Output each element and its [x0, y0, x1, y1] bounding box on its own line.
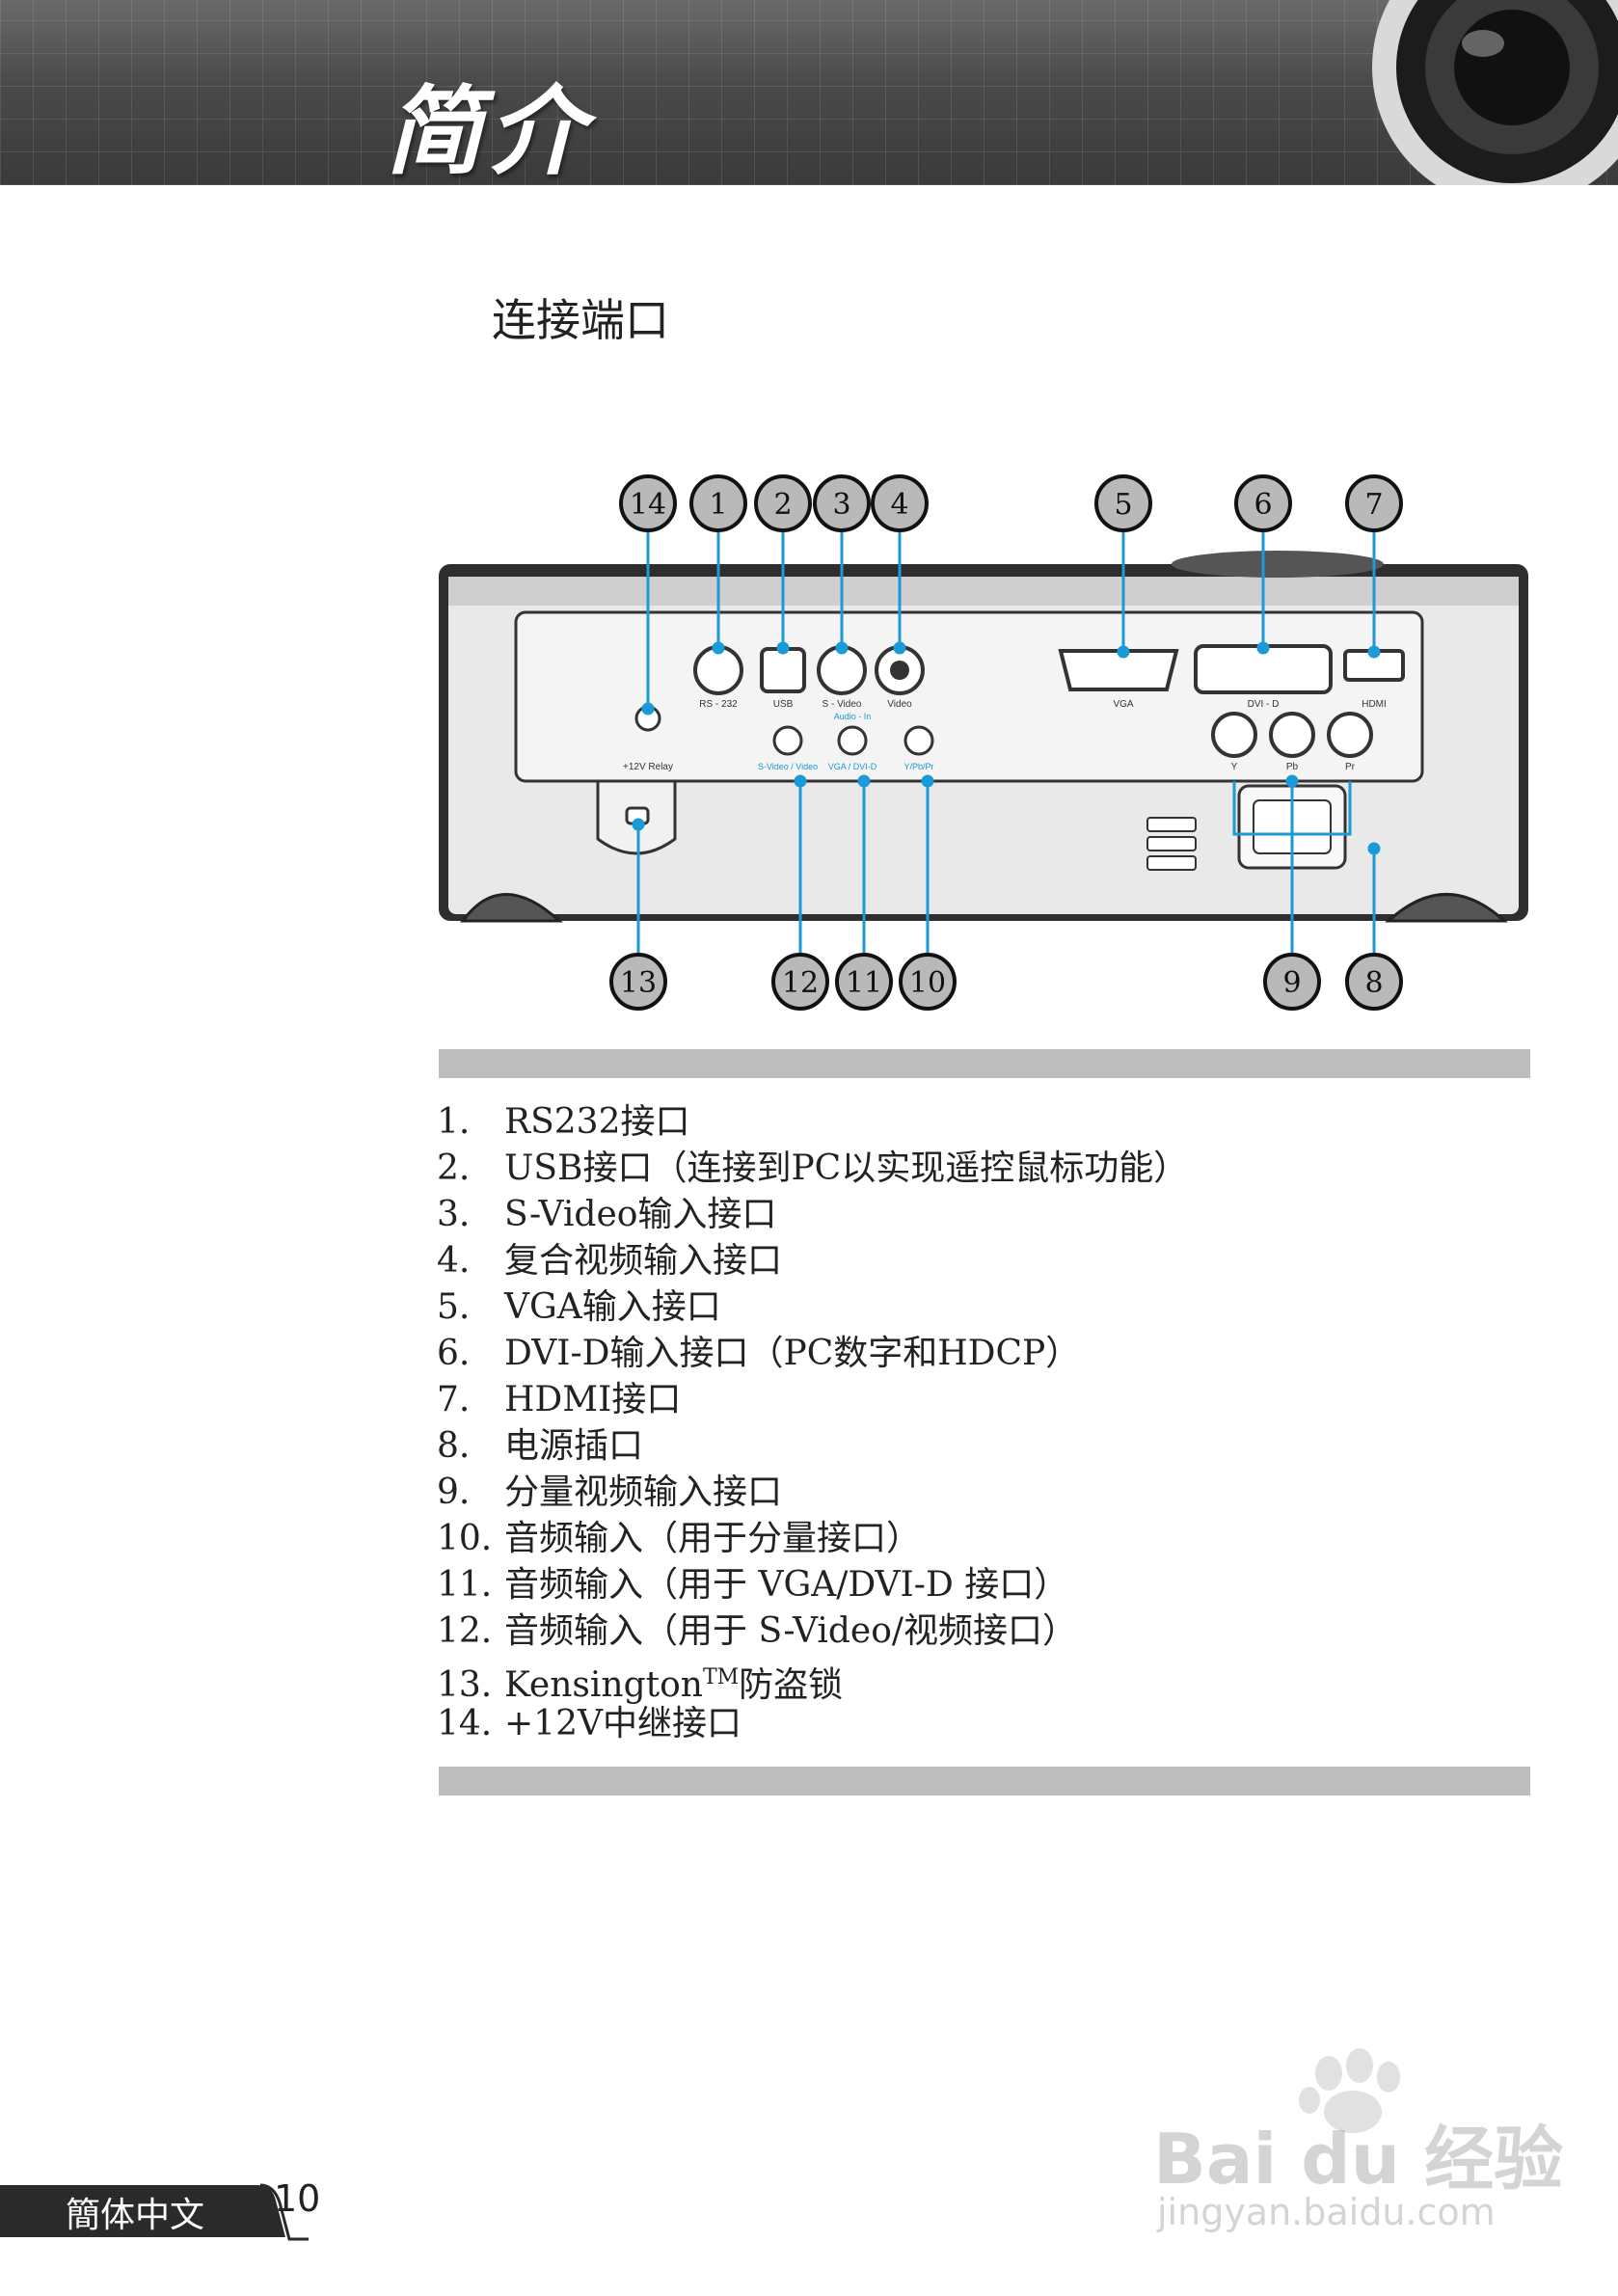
- port-label-dvid: DVI - D: [1248, 699, 1280, 710]
- legend-item: 5.VGA输入接口: [437, 1287, 721, 1327]
- svg-text:3: 3: [832, 488, 850, 522]
- audio-svideo-port: [772, 725, 803, 756]
- svg-text:6: 6: [1254, 488, 1272, 522]
- trademark-mark: TM: [702, 1665, 740, 1689]
- svg-text:11: 11: [846, 966, 882, 1000]
- legend-item: 2.USB接口（连接到PC以实现遥控鼠标功能）: [437, 1148, 1189, 1188]
- legend-item: 14.+12V中继接口: [437, 1704, 742, 1743]
- svg-text:8: 8: [1364, 966, 1383, 1000]
- port-label-pb: Pb: [1286, 762, 1299, 772]
- callout-11: 11: [835, 953, 893, 1011]
- port-label-svideo: S - Video: [822, 699, 862, 710]
- legend-item: 1.RS232接口: [437, 1102, 690, 1142]
- pr-port: [1327, 712, 1373, 758]
- port-label-audio-in: Audio - In: [834, 712, 872, 721]
- callout-9: 9: [1263, 953, 1321, 1011]
- footer-language: 簡体中文: [66, 2196, 205, 2235]
- legend-item: 8.电源插口: [437, 1426, 644, 1466]
- callout-2: 2: [754, 474, 812, 532]
- callout-1: 1: [689, 474, 747, 532]
- header-band: 简介: [0, 0, 1618, 185]
- port-legend-list: 1.RS232接口 2.USB接口（连接到PC以实现遥控鼠标功能） 3.S-Vi…: [437, 1099, 1536, 1747]
- legend-item: 10.音频输入（用于分量接口）: [437, 1519, 922, 1558]
- svg-text:10: 10: [909, 966, 946, 1000]
- port-label-audio-vga: VGA / DVI-D: [828, 762, 877, 771]
- svg-text:12: 12: [782, 966, 819, 1000]
- legend-item: 3.S-Video输入接口: [437, 1195, 777, 1234]
- svg-text:13: 13: [620, 966, 657, 1000]
- top-dial: [1172, 551, 1384, 578]
- svg-text:2: 2: [773, 488, 792, 522]
- callout-14: 14: [619, 474, 677, 532]
- watermark-brand: Bai du 经验: [1153, 2119, 1564, 2200]
- legend-item: 13.KensingtonTM防盗锁: [437, 1665, 844, 1705]
- foot-right: [1385, 893, 1508, 923]
- foot-left: [460, 893, 563, 923]
- callout-5: 5: [1094, 474, 1152, 532]
- legend-item: 7.HDMI接口: [437, 1380, 682, 1419]
- watermark-url: jingyan.baidu.com: [1157, 2191, 1496, 2233]
- callout-10: 10: [899, 953, 957, 1011]
- page-title: 简介: [386, 75, 590, 185]
- rear-panel-diagram: RS - 232 USB S - Video Video VGA DVI - D…: [439, 474, 1528, 1011]
- callout-7: 7: [1345, 474, 1403, 532]
- port-label-y: Y: [1231, 762, 1238, 772]
- port-label-pr: Pr: [1345, 762, 1356, 772]
- callout-8: 8: [1345, 953, 1403, 1011]
- svg-text:9: 9: [1282, 966, 1301, 1000]
- page-number: 10: [274, 2177, 321, 2220]
- legend-item: 11.音频输入（用于 VGA/DVI-D 接口）: [437, 1565, 1069, 1605]
- y-port: [1211, 712, 1257, 758]
- svg-text:4: 4: [890, 488, 908, 522]
- baidu-paw-icon: [1299, 2048, 1400, 2133]
- vent: [1146, 817, 1197, 832]
- footer-language-tab: [0, 2183, 309, 2241]
- port-label-audio-svideo: S-Video / Video: [758, 762, 818, 771]
- svg-text:7: 7: [1364, 488, 1383, 522]
- legend-item: 6.DVI-D输入接口（PC数字和HDCP）: [437, 1334, 1081, 1373]
- vga-port: [1058, 649, 1179, 691]
- callout-3: 3: [813, 474, 871, 532]
- port-label-usb: USB: [773, 699, 794, 710]
- port-label-vga: VGA: [1113, 699, 1133, 710]
- audio-ypbpr-port: [903, 725, 934, 756]
- svg-text:1: 1: [709, 488, 727, 522]
- pb-port: [1269, 712, 1315, 758]
- callout-4: 4: [871, 474, 929, 532]
- port-label-rs232: RS - 232: [699, 699, 738, 710]
- lens-icon: [1372, 0, 1618, 185]
- callout-13: 13: [609, 953, 667, 1011]
- port-label-relay: +12V Relay: [623, 762, 673, 772]
- divider-top: [439, 1049, 1530, 1078]
- svg-text:5: 5: [1114, 488, 1132, 522]
- section-heading: 连接端口: [492, 294, 669, 346]
- legend-item: 12.音频输入（用于 S-Video/视频接口）: [437, 1611, 1078, 1651]
- divider-bottom: [439, 1767, 1530, 1796]
- audio-vga-port: [837, 725, 868, 756]
- usb-port: [760, 647, 806, 693]
- legend-item: 9.分量视频输入接口: [437, 1472, 783, 1512]
- port-label-video: Video: [887, 699, 912, 710]
- callout-6: 6: [1234, 474, 1292, 532]
- port-label-audio-ypbpr: Y/Pb/Pr: [903, 762, 933, 771]
- header-grid-pattern: [0, 0, 1618, 185]
- legend-item: 4.复合视频输入接口: [437, 1241, 783, 1281]
- callout-12: 12: [771, 953, 829, 1011]
- svg-text:14: 14: [630, 488, 666, 522]
- port-label-hdmi: HDMI: [1362, 699, 1387, 710]
